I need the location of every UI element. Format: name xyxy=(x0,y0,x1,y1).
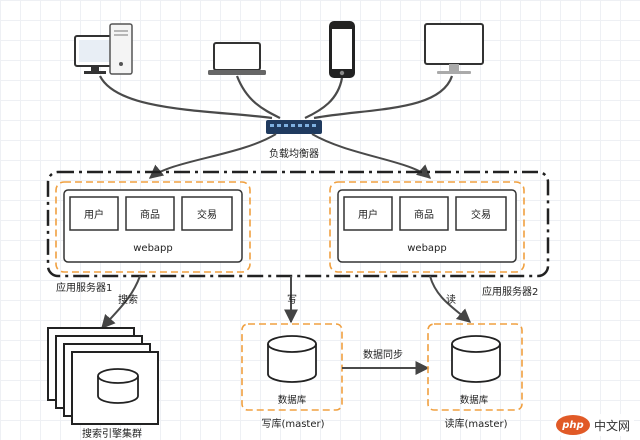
master-db-label: 数据库 xyxy=(278,394,307,406)
module-product xyxy=(399,196,449,231)
slave-db-label: 数据库 xyxy=(460,394,489,406)
module-user xyxy=(343,196,393,231)
desktop-tower-icon xyxy=(74,23,133,75)
module-user xyxy=(69,196,119,231)
client-connections xyxy=(99,75,454,120)
module-trade xyxy=(455,196,507,231)
app-cluster-border xyxy=(46,170,550,278)
slave-db: 数据库 xyxy=(427,323,523,411)
webapp-label: webapp xyxy=(407,243,447,254)
read-edge-label: 读 xyxy=(446,293,456,306)
search-cluster xyxy=(47,327,159,425)
load-balancer-label: 负载均衡器 xyxy=(269,147,319,160)
search-edge-label: 搜索 xyxy=(118,293,138,306)
module-label: 交易 xyxy=(471,208,491,221)
laptop-icon xyxy=(208,42,266,75)
server-1-label: 应用服务器1 xyxy=(56,281,112,294)
module-label: 交易 xyxy=(197,208,217,221)
module-label: 商品 xyxy=(140,208,160,221)
watermark-text: 中文网 xyxy=(593,418,630,433)
module-label: 商品 xyxy=(414,208,434,221)
master-db-caption: 写库(master) xyxy=(261,417,324,430)
database-icon xyxy=(97,368,139,404)
database-icon xyxy=(267,335,317,383)
master-db: 数据库 xyxy=(241,323,343,411)
watermark: php 中文网 xyxy=(554,414,634,436)
sync-edge-label: 数据同步 xyxy=(363,348,403,361)
write-edge-label: 写 xyxy=(287,294,297,306)
app-server-2: 用户 商品 交易 webapp xyxy=(329,181,525,273)
module-trade xyxy=(181,196,233,231)
search-cluster-label: 搜索引擎集群 xyxy=(82,427,142,440)
module-label: 用户 xyxy=(84,208,104,221)
module-product xyxy=(125,196,175,231)
monitor-icon xyxy=(424,23,484,74)
server-2-label: 应用服务器2 xyxy=(482,285,538,298)
webapp-label: webapp xyxy=(133,243,173,254)
app-server-1: 用户 商品 交易 webapp xyxy=(55,181,251,273)
slave-db-caption: 读库(master) xyxy=(444,417,507,430)
database-icon xyxy=(451,335,501,383)
server-to-storage xyxy=(101,275,472,330)
network-switch-icon xyxy=(266,120,322,134)
module-label: 用户 xyxy=(358,208,378,221)
php-logo: php xyxy=(555,415,590,435)
smartphone-icon xyxy=(329,21,355,78)
